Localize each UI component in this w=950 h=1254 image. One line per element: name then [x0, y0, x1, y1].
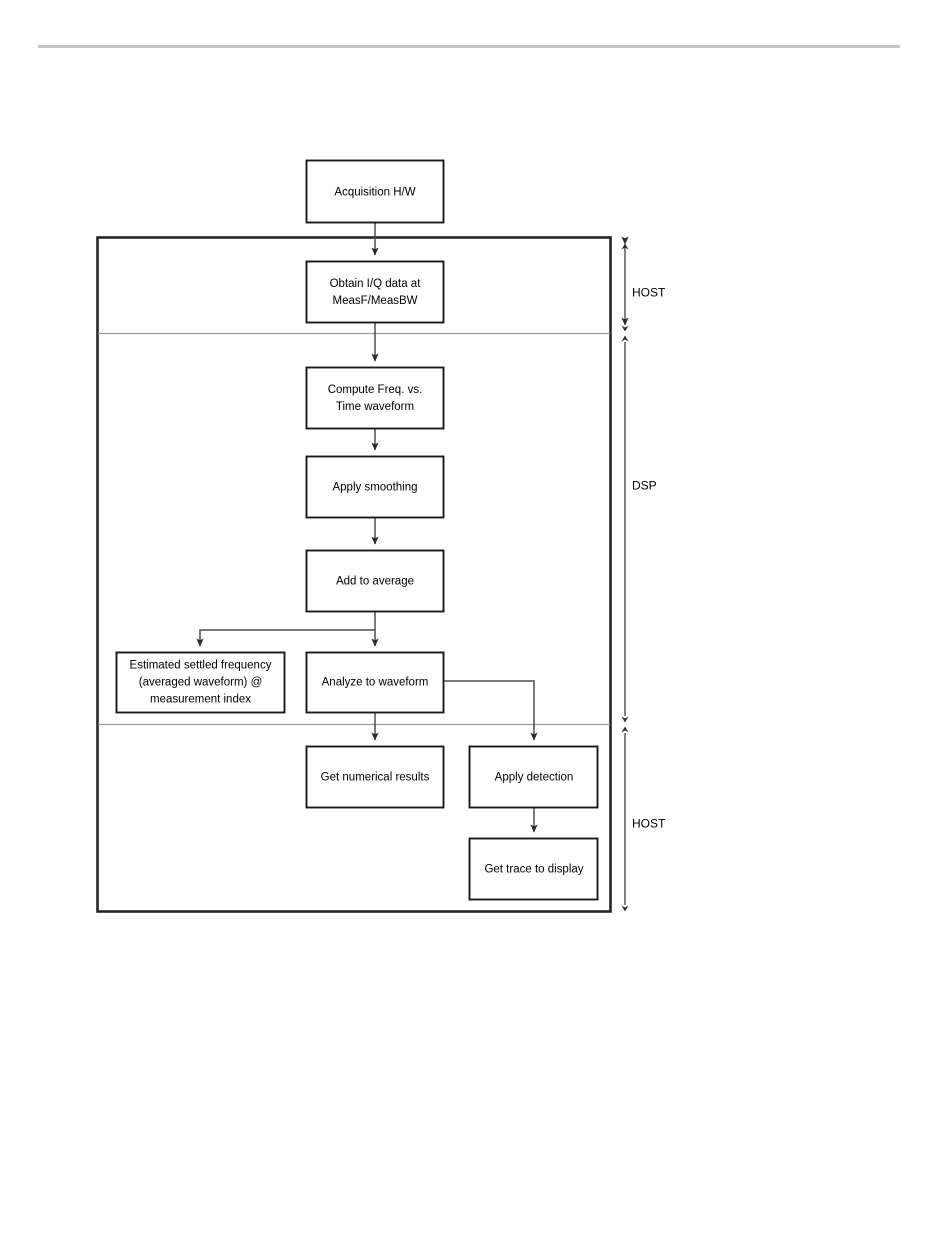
header-divider-rule — [38, 45, 900, 48]
node-label-line1: Compute Freq. vs. — [328, 384, 423, 396]
node-get-trace-to-display[interactable]: Get trace to display — [468, 837, 599, 901]
node-compute-freq-vs-time[interactable]: Compute Freq. vs. Time waveform — [305, 366, 445, 430]
node-label-line2: (averaged waveform) @ — [139, 677, 263, 689]
node-label-line2: MeasF/MeasBW — [333, 295, 418, 307]
node-label-line2: Time waveform — [336, 401, 414, 413]
node-label: Acquisition H/W — [334, 187, 415, 199]
bracket-dsp: DSP — [621, 335, 657, 723]
node-label-line3: measurement index — [150, 694, 251, 706]
connector-average-to-estimated — [196, 629, 375, 647]
node-label: Apply detection — [495, 772, 574, 784]
node-label: Get numerical results — [321, 772, 430, 784]
node-label: Apply smoothing — [332, 482, 417, 494]
node-get-numerical-results[interactable]: Get numerical results — [305, 745, 445, 809]
bracket-label-host-bottom: HOST — [632, 817, 666, 831]
node-label: Analyze to waveform — [322, 677, 429, 689]
bracket-host-bottom: HOST — [621, 726, 666, 912]
node-acquisition-hw[interactable]: Acquisition H/W — [305, 159, 445, 224]
node-label-line1: Obtain I/Q data at — [330, 278, 422, 290]
node-apply-detection[interactable]: Apply detection — [468, 745, 599, 809]
node-estimated-settled-frequency[interactable]: Estimated settled frequency (averaged wa… — [115, 651, 286, 714]
bracket-host-top: HOST — [621, 236, 666, 332]
node-obtain-iq-data[interactable]: Obtain I/Q data at MeasF/MeasBW — [305, 260, 445, 324]
node-add-to-average[interactable]: Add to average — [305, 549, 445, 613]
bracket-label-dsp: DSP — [632, 479, 657, 493]
connector-analyze-to-detection — [444, 680, 538, 741]
node-analyze-to-waveform[interactable]: Analyze to waveform — [305, 651, 445, 714]
node-label: Add to average — [336, 576, 414, 588]
bracket-label-host-top: HOST — [632, 286, 666, 300]
node-label: Get trace to display — [484, 864, 583, 876]
node-apply-smoothing[interactable]: Apply smoothing — [305, 455, 445, 519]
region-container — [96, 236, 612, 913]
node-label-line1: Estimated settled frequency — [130, 660, 272, 672]
